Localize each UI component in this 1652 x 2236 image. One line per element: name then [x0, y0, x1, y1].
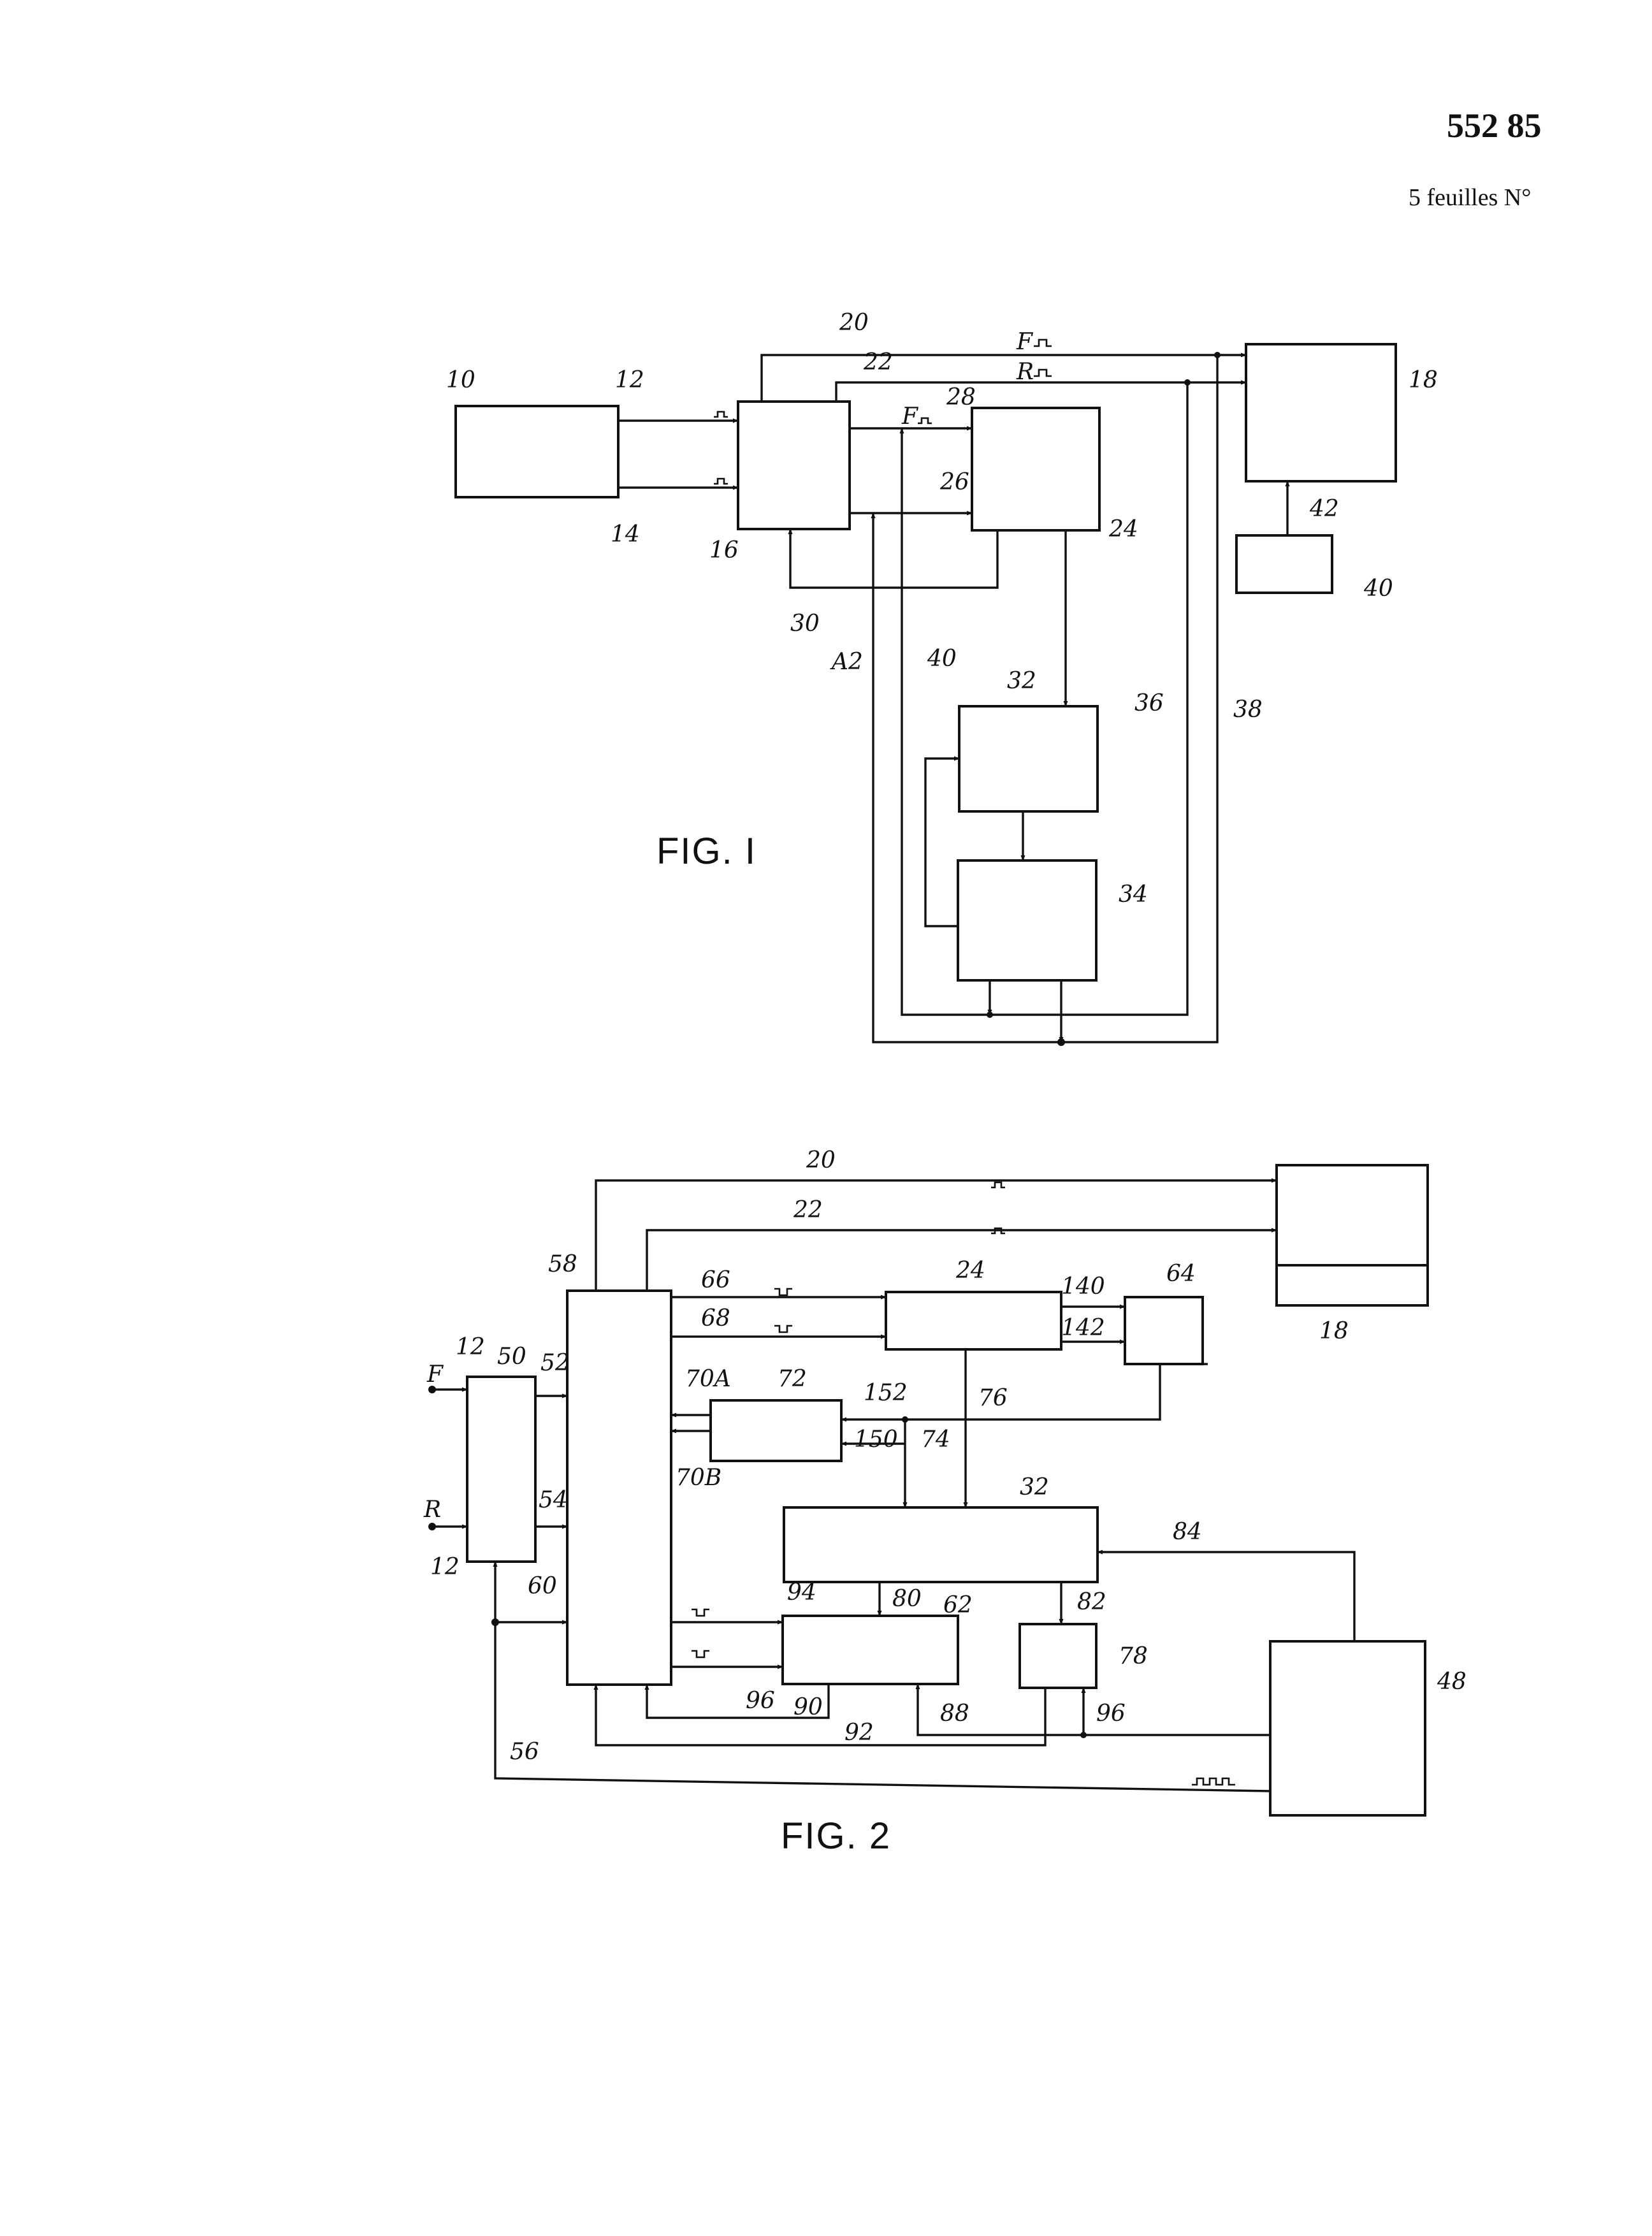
caption-fig-2: FIG. 2	[781, 1815, 891, 1857]
label-76: 76	[978, 1385, 1008, 1411]
box-32	[959, 706, 1098, 811]
label-60: 60	[528, 1573, 557, 1599]
label-74: 74	[921, 1427, 950, 1453]
box-24	[972, 408, 1099, 530]
box-32-fig2	[784, 1507, 1098, 1582]
box-58	[567, 1291, 671, 1685]
label-52: 52	[540, 1350, 570, 1376]
box-72	[711, 1400, 841, 1461]
label-150: 150	[854, 1427, 898, 1453]
label-F-20: F	[1016, 329, 1034, 355]
label-30: 30	[790, 611, 820, 637]
label-82: 82	[1077, 1589, 1106, 1615]
label-40-box: 40	[1363, 576, 1393, 602]
box-34	[958, 860, 1096, 980]
label-18-fig2: 18	[1319, 1318, 1349, 1344]
label-78: 78	[1119, 1643, 1148, 1669]
label-58: 58	[548, 1251, 577, 1277]
box-40	[1236, 535, 1332, 593]
label-152: 152	[864, 1380, 908, 1406]
label-84: 84	[1173, 1519, 1202, 1545]
label-54: 54	[539, 1487, 568, 1513]
label-36: 36	[1134, 690, 1164, 716]
label-24-fig2: 24	[955, 1258, 985, 1284]
label-48: 48	[1437, 1669, 1467, 1695]
label-24: 24	[1108, 516, 1138, 542]
box-50	[467, 1377, 535, 1562]
label-92: 92	[844, 1720, 874, 1746]
box-16	[738, 402, 850, 529]
label-20-fig2: 20	[806, 1147, 836, 1173]
patent-number: 552 85	[1447, 106, 1542, 145]
label-90: 90	[793, 1694, 823, 1720]
box-24-fig2	[886, 1292, 1061, 1349]
label-26: 26	[939, 469, 969, 495]
label-14: 14	[611, 521, 640, 548]
label-68: 68	[701, 1305, 730, 1332]
label-32-fig2: 32	[1020, 1474, 1049, 1500]
label-64: 64	[1166, 1261, 1196, 1287]
label-R-input: R	[423, 1497, 441, 1523]
box-18-fig2	[1277, 1165, 1428, 1305]
label-94: 94	[787, 1579, 816, 1606]
caption-fig-1: FIG. I	[656, 831, 757, 872]
figure-2: 12 12 F R 50 52 54 56 58 60 20 22 18 66 …	[423, 1147, 1467, 1857]
label-96-left: 96	[746, 1688, 775, 1714]
label-96-right: 96	[1096, 1701, 1126, 1727]
label-12-f: 12	[456, 1334, 485, 1360]
figure-1: 10 12 14 16 18 20 22 24 26 28 30 32 34 3…	[446, 310, 1438, 1046]
label-12: 12	[615, 367, 644, 393]
label-38: 38	[1233, 697, 1263, 723]
label-40-line: 40	[927, 646, 957, 672]
label-12-r: 12	[430, 1554, 460, 1580]
label-88: 88	[940, 1701, 969, 1727]
label-10: 10	[446, 367, 475, 393]
box-62	[783, 1616, 958, 1684]
label-70A: 70A	[685, 1366, 731, 1392]
label-F-28: F	[901, 403, 919, 430]
label-22: 22	[863, 349, 893, 375]
label-16: 16	[709, 537, 739, 563]
label-50: 50	[497, 1344, 526, 1370]
label-62: 62	[943, 1592, 973, 1618]
label-R-22: R	[1016, 359, 1034, 385]
box-10	[456, 406, 618, 497]
box-78	[1020, 1624, 1096, 1688]
label-70B: 70B	[676, 1465, 721, 1491]
label-42-box: 42	[1309, 496, 1339, 522]
label-18: 18	[1409, 367, 1438, 393]
label-A2: A2	[830, 649, 863, 675]
box-18	[1246, 344, 1396, 481]
sheet-count: 5 feuilles N°	[1409, 184, 1532, 211]
label-34: 34	[1119, 882, 1148, 908]
label-20: 20	[839, 310, 869, 336]
label-80: 80	[892, 1586, 922, 1612]
box-48	[1270, 1641, 1425, 1815]
label-140: 140	[1061, 1274, 1105, 1300]
label-66: 66	[701, 1267, 730, 1293]
label-28: 28	[946, 384, 976, 410]
label-32: 32	[1007, 668, 1036, 694]
label-72: 72	[778, 1366, 807, 1392]
label-56: 56	[510, 1739, 539, 1765]
label-142: 142	[1061, 1315, 1105, 1341]
box-64	[1125, 1297, 1203, 1364]
label-F-input: F	[426, 1361, 444, 1388]
label-22-fig2: 22	[793, 1197, 823, 1223]
